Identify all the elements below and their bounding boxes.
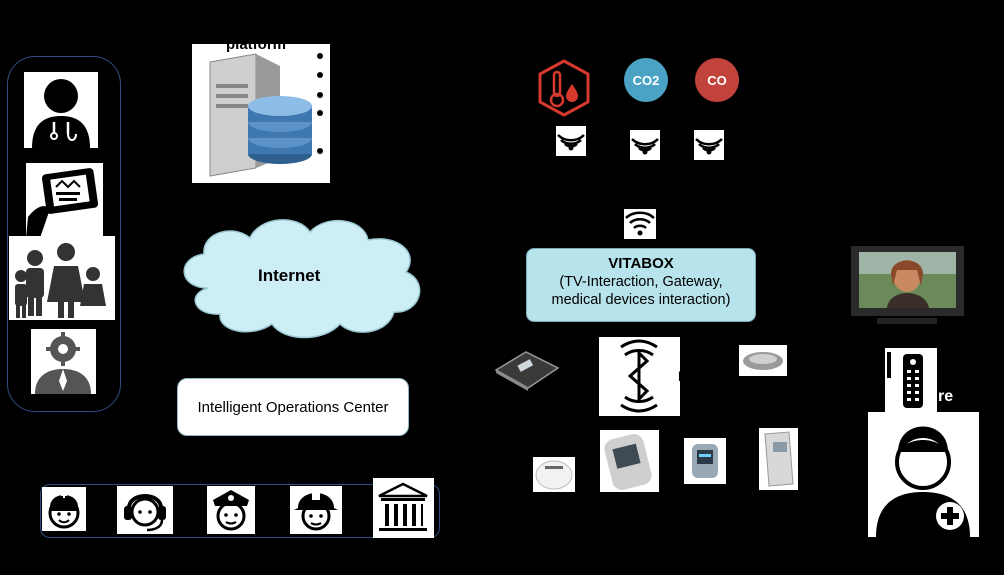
nurse-icon (42, 487, 86, 531)
institution-icon (373, 478, 434, 538)
scale-icon (494, 351, 560, 391)
users-panel (7, 56, 121, 412)
caregiver-icon (868, 412, 979, 537)
vitabox-title: VITABOX (608, 255, 674, 272)
platform-box: platform (192, 36, 330, 183)
family-icon (9, 236, 115, 320)
wireless-signal-icon (630, 130, 660, 160)
bluetooth-icon (599, 337, 680, 416)
services-panel (40, 484, 440, 538)
wristband-icon (739, 345, 787, 376)
platform-label: platform (226, 36, 286, 53)
tv-icon (851, 246, 964, 324)
technician-icon (31, 329, 96, 394)
remote-label-partial: re (938, 388, 954, 405)
co2-label: CO2 (632, 72, 660, 88)
wireless-signal-icon (556, 126, 586, 156)
wireless-signal-icon (694, 130, 724, 160)
blood-pressure-icon (759, 428, 798, 490)
police-icon (207, 486, 255, 534)
internet-cloud (183, 219, 421, 339)
call-center-icon (117, 486, 173, 534)
co2-sensor: CO2 (624, 58, 668, 102)
tablet-chart-icon (26, 163, 103, 238)
co-sensor: CO (695, 58, 739, 102)
ioc-box: Intelligent Operations Center (177, 378, 409, 436)
vitabox-box: VITABOX (TV-Interaction, Gateway, medica… (526, 248, 756, 322)
temperature-humidity-sensor-icon (538, 59, 590, 117)
firefighter-icon (290, 486, 342, 534)
internet-label: Internet (258, 266, 321, 285)
co-label: CO (707, 72, 727, 88)
vitabox-line2: medical devices interaction) (551, 292, 731, 308)
ioc-label: Intelligent Operations Center (197, 398, 389, 416)
wifi-icon (624, 209, 656, 239)
bluetooth-label-partial: B (678, 368, 689, 384)
remote-control-icon (885, 348, 937, 412)
thermometer-patch-icon (533, 457, 575, 492)
glucometer-icon (600, 430, 659, 492)
vitabox-line1: (TV-Interaction, Gateway, (559, 274, 723, 290)
pulse-oximeter-icon (684, 438, 726, 484)
doctor-icon (24, 72, 98, 148)
